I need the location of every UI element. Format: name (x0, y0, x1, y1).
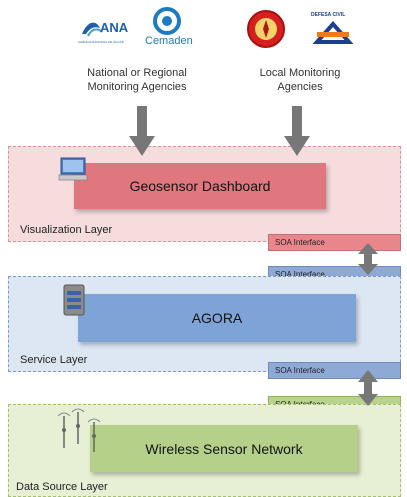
agora-block: AGORA (78, 294, 356, 342)
server-icon (60, 283, 88, 317)
service-layer-label: Service Layer (20, 354, 88, 366)
wireless-sensor-network-block: Wireless Sensor Network (90, 425, 358, 472)
ana-logo-icon: ANA AGÊNCIA NACIONAL DE ÁGUAS (78, 14, 140, 46)
computer-icon (58, 156, 88, 184)
ana-logo-subtext: AGÊNCIA NACIONAL DE ÁGUAS (78, 40, 124, 44)
national-agencies-label: National or Regional Monitoring Agencies (87, 67, 187, 93)
soa-interface-3: SOA Interface (268, 362, 401, 379)
local-agencies-label: Local Monitoring Agencies (259, 67, 341, 93)
cemaden-logo-icon: Cemaden (143, 6, 193, 50)
geosensor-dashboard-block: Geosensor Dashboard (74, 163, 326, 209)
defesa-civil-text: DEFESA CIVIL (311, 12, 346, 18)
data-source-layer-label: Data Source Layer (16, 481, 108, 493)
ana-logo-text: ANA (100, 20, 129, 35)
sensor-antenna-icon (50, 404, 106, 454)
cemaden-logo-text: Cemaden (145, 35, 193, 47)
visualization-layer-label: Visualization Layer (20, 224, 113, 236)
fire-department-logo-icon (246, 9, 286, 49)
defesa-civil-logo-icon: DEFESA CIVIL (311, 12, 355, 48)
soa-interface-1: SOA Interface (268, 234, 401, 251)
